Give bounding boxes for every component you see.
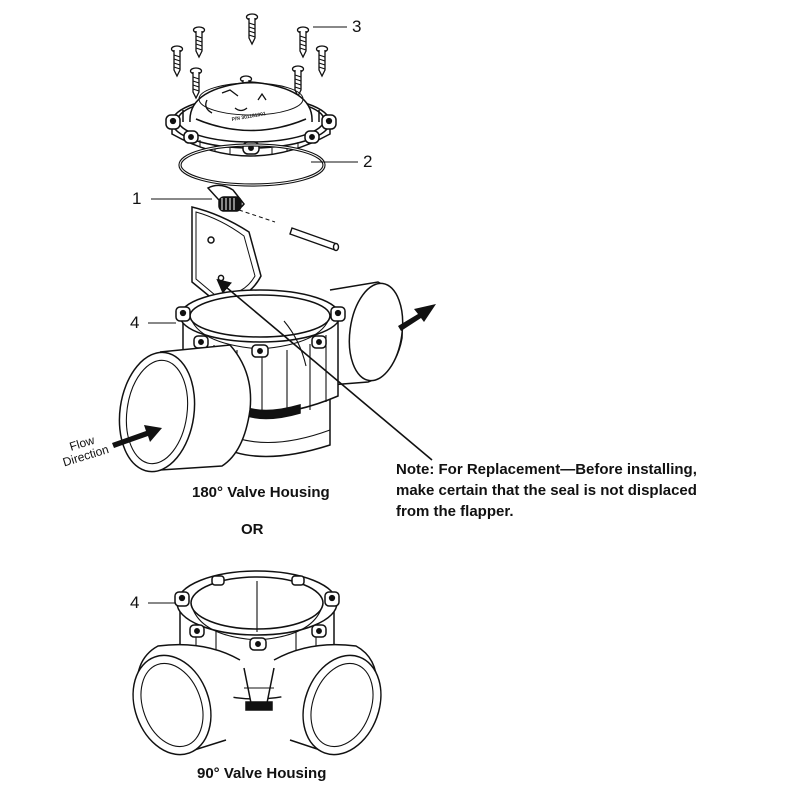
replacement-note: Note: For Replacement—Before installing,… [396,459,697,522]
arrow-icon [398,304,436,331]
caption-or: OR [241,521,264,538]
flapper-icon [191,184,262,302]
caption-90-housing: 90° Valve Housing [197,765,327,782]
screw-icon [245,13,259,45]
lid-part-number: P/N 301181901 [231,111,266,123]
callout-4-bottom: 4 [130,593,140,612]
note-line-1: Note: For Replacement—Before installing, [396,461,697,478]
note-line-2: make certain that the seal is not displa… [396,482,697,499]
note-pointer-arrow [216,278,433,461]
flow-arrow-icon [112,425,162,448]
screw-icon [170,45,184,77]
hinge-pin-icon [238,209,340,252]
callout-4-top: 4 [130,313,140,332]
caption-180-housing: 180° Valve Housing [192,484,330,501]
leader-lines [148,26,433,604]
note-line-3: from the flapper. [396,503,514,520]
o-ring-seal-icon [178,143,326,187]
callout-3: 3 [352,17,362,36]
callout-1: 1 [132,189,142,208]
screw-icon [189,67,203,99]
screw-icon [315,45,329,77]
callout-2: 2 [363,152,373,171]
valve-housing-180 [118,281,404,473]
valve-housing-90 [132,570,382,756]
screw-icon [296,26,310,58]
screw-icon [192,26,206,58]
